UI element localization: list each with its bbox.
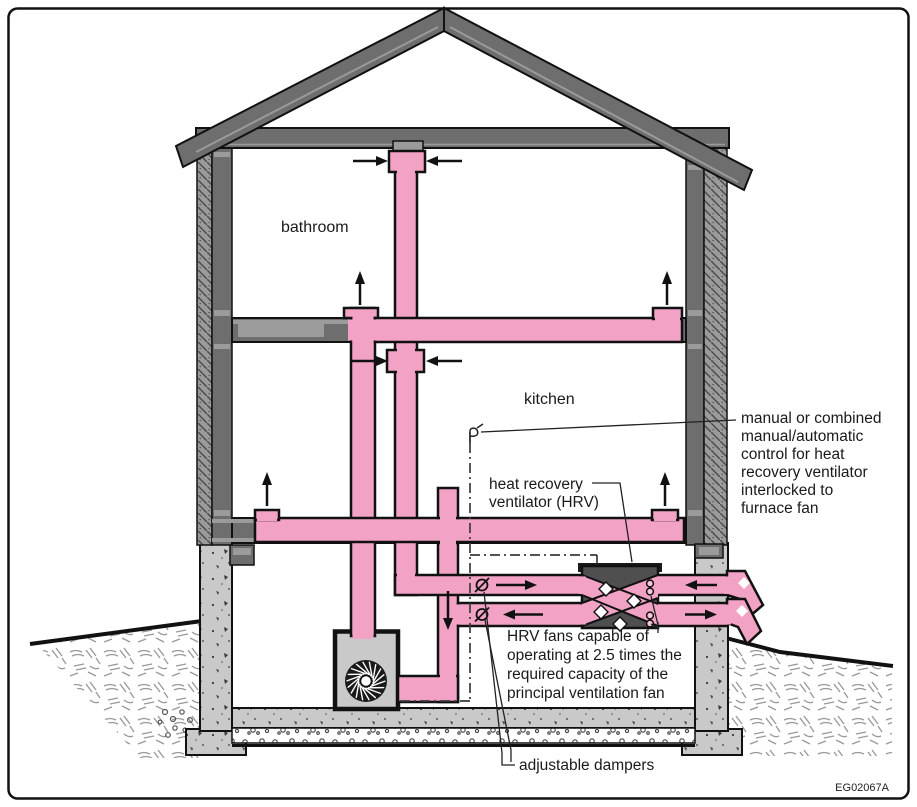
airflow-arrow-stale-air-out <box>685 609 717 620</box>
left-footing <box>185 728 247 756</box>
leader-hrv-label <box>592 482 633 563</box>
svg-text:operating at 2.5 times the: operating at 2.5 times the <box>507 647 682 664</box>
left-wall-sheathing <box>196 145 213 546</box>
svg-text:ventilator (HRV): ventilator (HRV) <box>489 494 599 511</box>
label-hrv-fans: HRV fans capable of operating at 2.5 tim… <box>507 628 682 702</box>
hood-notch-icon <box>738 577 750 589</box>
airflow-arrow-fresh-air-in <box>685 580 717 590</box>
svg-text:recovery ventilator: recovery ventilator <box>741 464 868 481</box>
hrv-unit <box>578 563 765 647</box>
right-foundation-wall <box>694 542 729 732</box>
adjustable-damper-icons <box>474 577 490 623</box>
leader-damper-2 <box>484 619 512 762</box>
control-wiring <box>399 443 598 702</box>
right-wall-sheathing <box>703 145 728 546</box>
svg-text:interlocked to: interlocked to <box>741 482 833 499</box>
return-elbow <box>396 674 460 704</box>
return-grille-stub <box>436 486 460 520</box>
airflow-arrow-up-2f-left-register <box>355 271 365 305</box>
hrv-fan-icons <box>645 579 655 628</box>
basement-slab <box>231 707 696 729</box>
leader-damper-1 <box>483 591 515 766</box>
gravel-layer <box>231 727 696 744</box>
svg-text:required capacity of the: required capacity of the <box>507 666 668 683</box>
label-kitchen: kitchen <box>524 391 575 408</box>
kitchen-exhaust-grille <box>385 348 426 374</box>
leader-lines <box>480 419 737 766</box>
foundation <box>185 542 743 756</box>
svg-text:furnace fan: furnace fan <box>741 500 819 517</box>
roof <box>174 6 754 192</box>
roof-right-slope <box>443 6 754 192</box>
heat-exchange-core-icon <box>593 581 642 632</box>
blower-fan-icon <box>345 660 387 702</box>
airflow-arrow-into-bath-grille-left <box>353 156 388 166</box>
airflow-arrow-down-return-duct <box>443 591 453 630</box>
figure-border <box>7 7 910 800</box>
control-switch-icon <box>469 423 484 443</box>
leader-fan-bottom <box>650 623 659 629</box>
airflow-arrow-up-mf-left-register <box>262 472 272 506</box>
leader-control-label <box>480 419 737 433</box>
airflow-arrow-fresh-from-hrv <box>503 609 543 620</box>
airflow-arrow-up-mf-right-register <box>660 472 670 506</box>
airflow-arrow-into-kitchen-grille-left <box>352 356 388 366</box>
airflow-arrow-up-2f-right-register <box>662 271 672 305</box>
svg-text:manual/automatic: manual/automatic <box>741 428 864 445</box>
left-foundation-wall <box>199 542 233 732</box>
svg-text:manual or combined: manual or combined <box>741 410 881 427</box>
airflow-arrow-into-bath-grille-right <box>426 156 462 166</box>
hood-notch-icon <box>736 605 748 617</box>
figure-code: EG02067A <box>835 782 889 794</box>
svg-text:principal ventilation fan: principal ventilation fan <box>507 685 665 702</box>
label-control: manual or combined manual/automatic cont… <box>741 410 881 517</box>
leader-fan-top <box>650 595 659 626</box>
svg-text:control for heat: control for heat <box>741 446 845 463</box>
svg-text:heat recovery: heat recovery <box>489 476 583 493</box>
sill-blocks <box>229 543 724 566</box>
duct-junction-patches <box>257 169 731 699</box>
svg-text:HRV fans capable of: HRV fans capable of <box>507 628 650 645</box>
airflow-arrow-exhaust-to-hrv <box>496 580 537 590</box>
label-adjustable-dampers: adjustable dampers <box>519 757 655 774</box>
label-bathroom: bathroom <box>281 219 349 236</box>
supply-trunk-duct <box>349 306 377 638</box>
airflow-arrow-into-kitchen-grille-right <box>426 356 462 366</box>
furnace <box>332 629 401 712</box>
bathroom-exhaust-grille <box>387 149 427 174</box>
label-hrv: heat recovery ventilator (HRV) <box>489 476 599 511</box>
airflow-arrows <box>262 156 717 630</box>
second-floor-supply-duct <box>373 316 684 344</box>
ground-soil <box>29 619 894 758</box>
